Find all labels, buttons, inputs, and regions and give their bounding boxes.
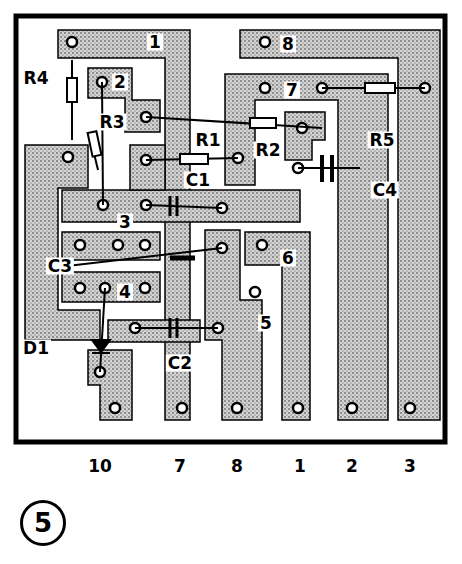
part-label: C2: [166, 355, 194, 372]
solder-pads: [63, 37, 430, 413]
pad-number: 7: [284, 82, 300, 99]
part-label: D1: [21, 340, 51, 357]
component-leads: [50, 60, 425, 372]
part-label: R2: [254, 142, 283, 159]
pad-number: 8: [280, 36, 296, 53]
figure-number: 5: [34, 510, 52, 536]
pin-number: 7: [172, 458, 188, 475]
part-label: R1: [194, 132, 223, 149]
pad-number: 3: [117, 214, 133, 231]
pin-number: 8: [229, 458, 245, 475]
pad-number: 4: [117, 284, 133, 301]
part-label: R4: [22, 70, 51, 87]
resistor-symbol: [250, 118, 276, 128]
part-label: R5: [368, 132, 397, 149]
part-label: C4: [371, 182, 399, 199]
pad-number: 2: [112, 74, 128, 91]
pin-number: 1: [292, 458, 308, 475]
pad-number: 5: [258, 315, 274, 332]
copper-traces: [25, 30, 440, 420]
resistor-symbol: [180, 154, 208, 164]
resistor-symbol: [365, 83, 395, 93]
part-label: C3: [46, 258, 74, 275]
figure-number-circle: 5: [20, 500, 66, 546]
board-outline: [16, 16, 445, 442]
resistor-symbol: [67, 78, 77, 102]
resistor-symbol: [88, 131, 102, 156]
pin-number: 3: [402, 458, 418, 475]
pad-number: 6: [280, 250, 296, 267]
pin-number: 2: [344, 458, 360, 475]
pin-number: 10: [86, 458, 114, 475]
part-label: C1: [184, 172, 212, 189]
pad-number: 1: [147, 34, 163, 51]
part-label: R3: [98, 114, 127, 131]
